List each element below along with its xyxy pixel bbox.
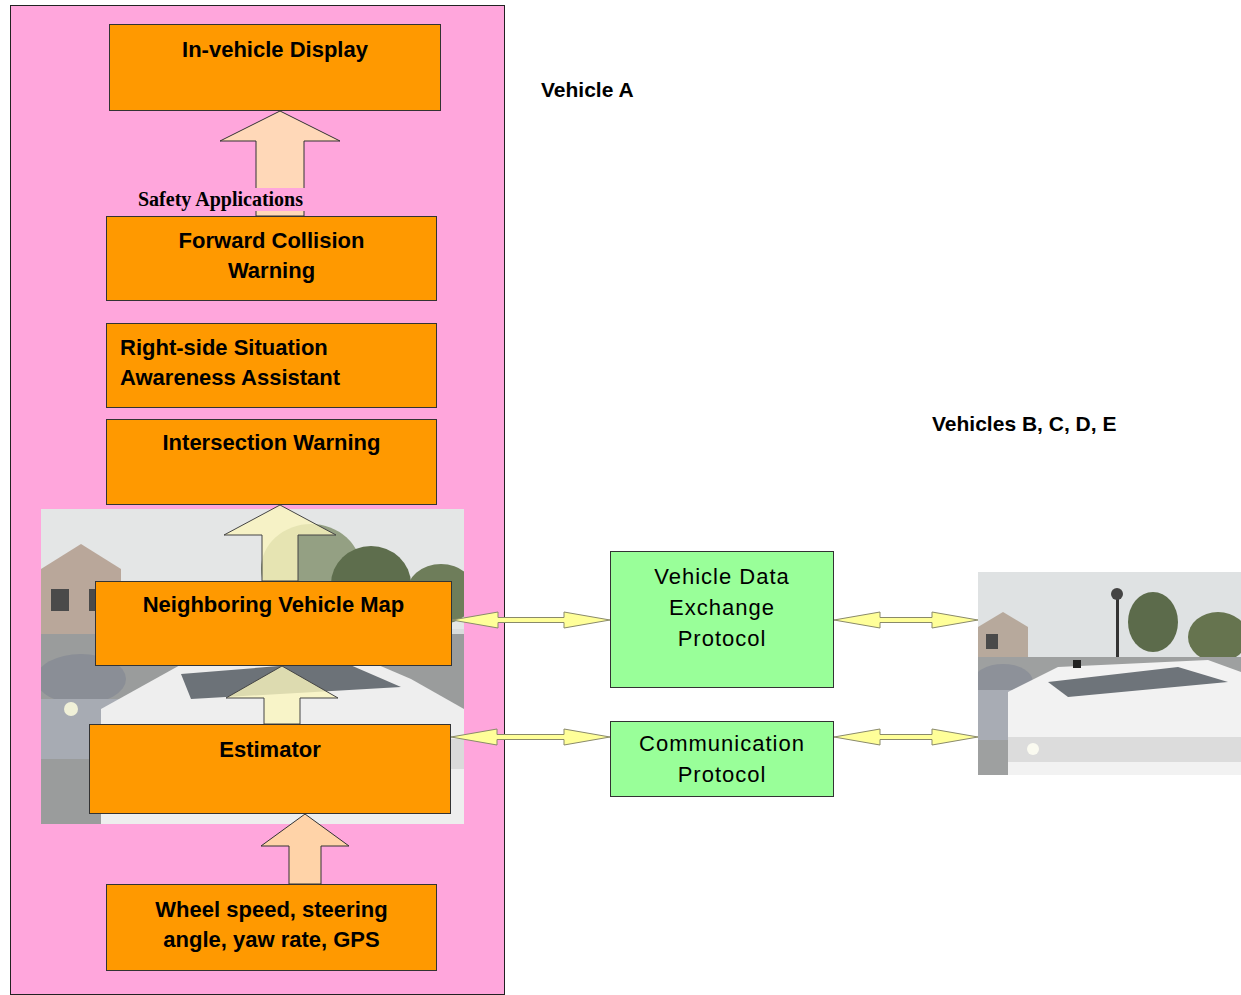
input-box: Wheel speed, steering angle, yaw rate, G… <box>106 884 437 971</box>
box-label: Vehicle Data Exchange Protocol <box>637 561 807 654</box>
process-box: In-vehicle Display <box>109 24 441 111</box>
process-box: Intersection Warning <box>106 419 437 505</box>
section-label: Safety Applications <box>136 188 305 211</box>
box-label: Wheel speed, steering angle, yaw rate, G… <box>122 895 421 955</box>
block-arrow <box>220 111 340 216</box>
box-label: Estimator <box>100 735 440 765</box>
process-box: Neighboring Vehicle Map <box>95 581 452 666</box>
box-label: Neighboring Vehicle Map <box>104 590 443 620</box>
vehicles-photo <box>978 572 1241 775</box>
vehicles-node: Vehicles B, C, D, E <box>978 572 1241 775</box>
box-label: Intersection Warning <box>117 428 426 458</box>
process-box: Right-side Situation Awareness Assistant <box>106 323 437 408</box>
protocol-box: Vehicle Data Exchange Protocol <box>610 551 834 688</box>
box-label: Forward Collision Warning <box>147 226 396 286</box>
block-arrow <box>226 666 338 724</box>
group-heading: Vehicle A <box>541 78 634 102</box>
process-box: Forward Collision Warning <box>106 216 437 301</box>
box-label: Right-side Situation Awareness Assistant <box>120 333 426 393</box>
protocol-box: Communication Protocol <box>610 721 834 797</box>
exchange-arrow <box>834 612 978 628</box>
process-box: Estimator <box>89 724 451 814</box>
box-label: Communication Protocol <box>637 728 807 790</box>
exchange-arrow <box>834 729 978 745</box>
block-arrow <box>261 814 349 884</box>
box-label: In-vehicle Display <box>120 35 430 65</box>
group-heading: Vehicles B, C, D, E <box>932 412 1116 436</box>
exchange-arrow <box>451 729 610 745</box>
block-arrow <box>224 505 336 581</box>
exchange-arrow <box>452 612 610 628</box>
